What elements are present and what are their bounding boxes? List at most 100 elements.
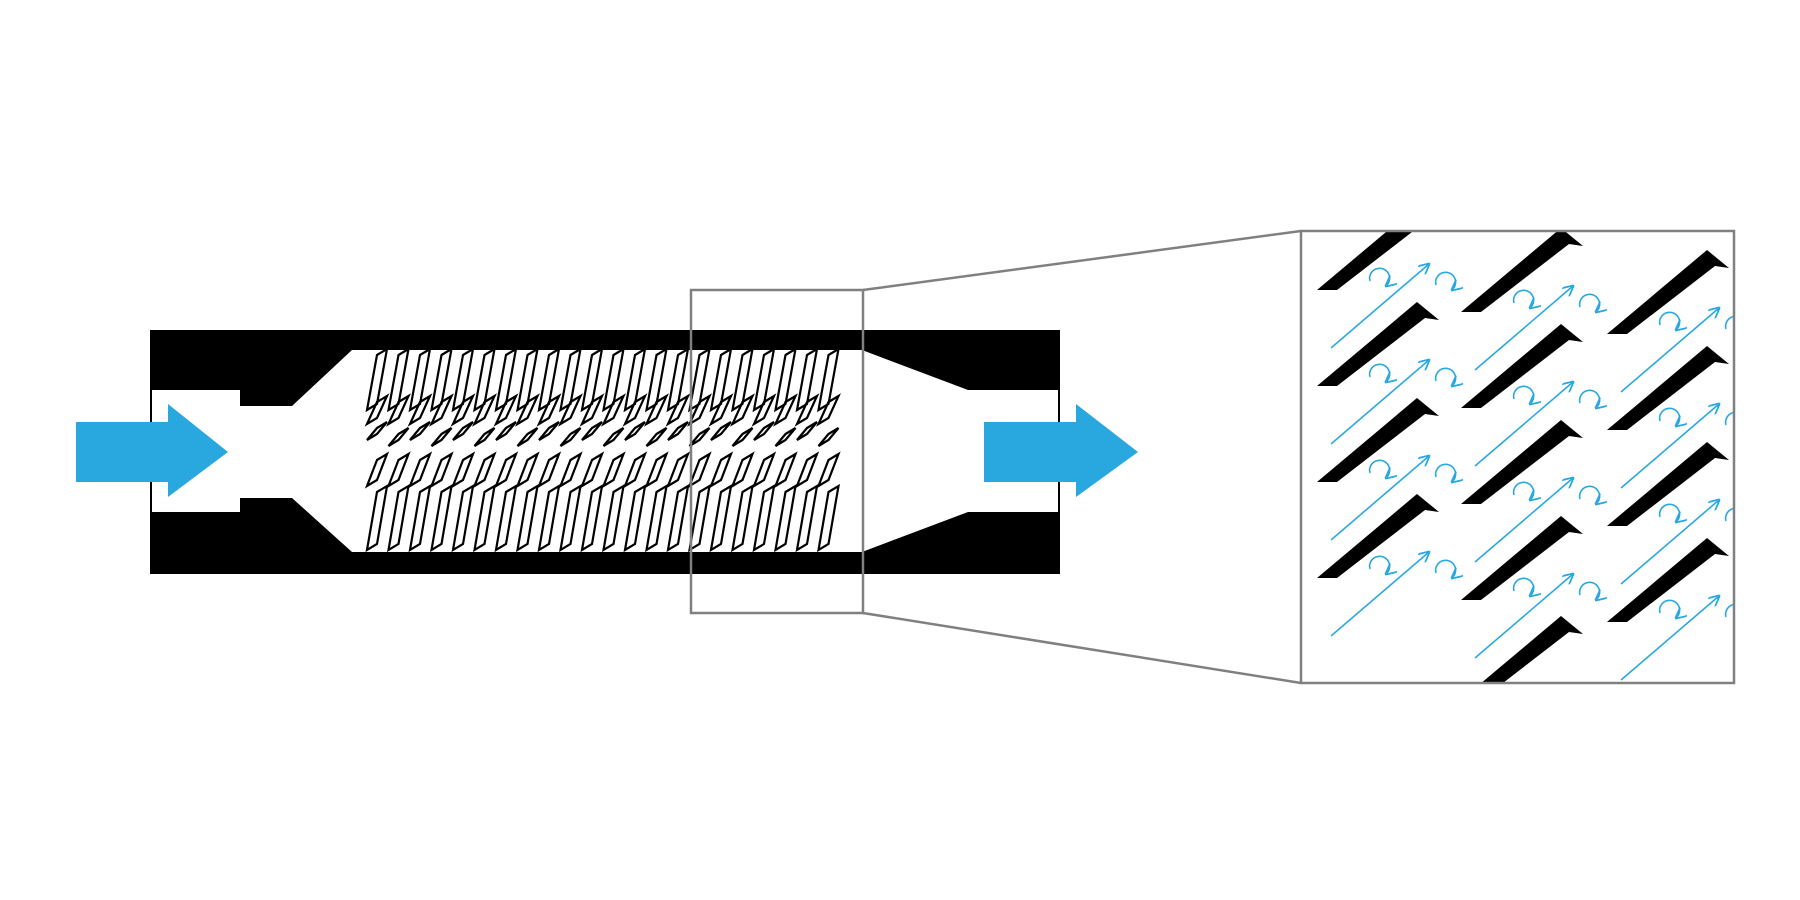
mixing-element — [622, 451, 648, 489]
inlet-flow-arrow — [76, 404, 228, 497]
chevron-baffle — [1461, 231, 1583, 312]
mixing-elements — [364, 346, 841, 553]
mixing-element — [452, 421, 474, 441]
mixing-element — [665, 393, 691, 427]
mixing-element — [688, 483, 711, 553]
mixing-element — [495, 421, 517, 441]
mixing-element — [473, 483, 496, 553]
mixing-element — [708, 393, 734, 427]
mixing-element — [451, 483, 475, 553]
eddy-swirl — [1512, 481, 1534, 500]
flow-line — [1620, 596, 1719, 681]
chevron-baffle — [1607, 442, 1729, 526]
flow-line — [1330, 552, 1429, 637]
flow-line — [1620, 500, 1719, 585]
chevron-baffle — [1461, 420, 1583, 504]
chevron-baffle — [1317, 231, 1414, 290]
mixing-element — [387, 483, 410, 553]
eddy-swirl — [1658, 599, 1680, 618]
mixing-element — [709, 483, 733, 553]
mixing-element — [516, 427, 539, 447]
mixing-element — [429, 393, 454, 427]
mixing-element — [817, 483, 840, 553]
chevron-baffle — [1461, 324, 1583, 408]
mixing-element — [687, 451, 712, 489]
chevron-baffle — [1607, 538, 1729, 622]
flow-line — [1620, 404, 1719, 489]
mixing-element — [795, 483, 819, 553]
eddy-swirl — [1512, 577, 1534, 596]
mixing-element — [731, 427, 754, 447]
mixing-element — [731, 483, 754, 553]
flow-line — [1474, 478, 1573, 563]
chevron-baffle — [1607, 250, 1729, 334]
mixing-element — [730, 393, 755, 427]
channel-body — [150, 330, 1060, 574]
mixing-element — [602, 483, 625, 553]
eddy-swirl — [1658, 407, 1680, 426]
mixing-element — [559, 427, 582, 447]
mixing-element — [624, 421, 646, 441]
eddy-swirl — [1434, 367, 1456, 386]
mixing-element — [688, 427, 711, 447]
eddy-swirl — [1368, 267, 1390, 286]
mixing-element — [816, 451, 841, 489]
mixing-element — [644, 393, 669, 427]
mixing-element — [450, 393, 476, 427]
mixing-element — [408, 483, 432, 553]
mixing-element — [386, 451, 411, 489]
eddy-swirl — [1658, 311, 1680, 330]
flow-line — [1330, 264, 1429, 349]
mixing-element — [665, 451, 691, 489]
eddy-swirl — [1368, 555, 1390, 574]
mixing-element — [538, 421, 560, 441]
mixing-element — [407, 451, 433, 489]
mixing-element — [601, 393, 626, 427]
mixing-element — [774, 427, 797, 447]
mixing-element — [752, 483, 776, 553]
mixing-element — [796, 421, 818, 441]
zoom-detail-frame — [1299, 229, 1736, 685]
mixing-element — [751, 451, 777, 489]
mixing-element — [558, 393, 583, 427]
mixing-element — [817, 427, 840, 447]
mixing-element — [536, 451, 562, 489]
flow-line — [1620, 308, 1719, 393]
mixing-element — [581, 421, 603, 441]
mixing-element — [537, 483, 561, 553]
mixing-element — [429, 451, 454, 489]
mixing-element — [558, 451, 583, 489]
mixing-element — [430, 427, 453, 447]
mixing-element — [493, 393, 519, 427]
mixing-element — [579, 393, 605, 427]
mixing-element — [645, 427, 668, 447]
eddy-swirl — [1368, 363, 1390, 382]
mixing-element — [515, 393, 540, 427]
mixing-element — [579, 451, 605, 489]
eddy-swirl — [1578, 581, 1600, 600]
flow-line — [1330, 456, 1429, 541]
zoom-connector-bottom — [862, 611, 1302, 685]
mixing-element — [816, 393, 841, 427]
chevron-baffle — [1481, 616, 1583, 683]
eddy-swirl — [1434, 559, 1456, 578]
eddy-swirl — [1368, 459, 1390, 478]
eddy-swirl — [1724, 411, 1734, 426]
eddy-swirl — [1724, 507, 1734, 522]
mixing-element — [430, 483, 453, 553]
mixing-element — [366, 421, 388, 441]
zoom-connector-top — [862, 229, 1302, 292]
eddy-swirl — [1724, 603, 1734, 618]
mixing-element — [409, 421, 431, 441]
mixing-element — [667, 421, 689, 441]
mixing-element — [580, 483, 604, 553]
flow-line — [1474, 286, 1573, 371]
mixing-element — [730, 451, 755, 489]
mixing-element — [450, 451, 476, 489]
mixing-element — [773, 451, 798, 489]
flow-line — [1330, 360, 1429, 445]
mixing-element — [774, 483, 797, 553]
eddy-swirl — [1724, 315, 1734, 330]
outlet-flow-arrow — [984, 404, 1138, 497]
